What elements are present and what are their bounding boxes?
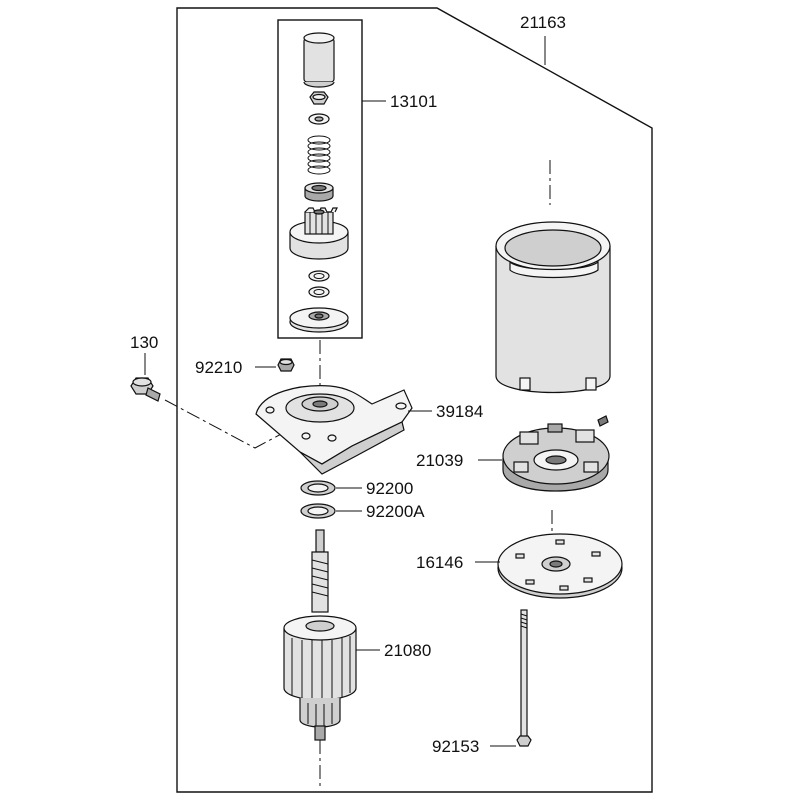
- label-16146: 16146: [416, 553, 463, 572]
- label-21039: 21039: [416, 451, 463, 470]
- spring-cup: [304, 182, 334, 202]
- dust-cover: [289, 307, 349, 333]
- label-92200A: 92200A: [366, 502, 425, 521]
- label-39184: 39184: [436, 402, 483, 421]
- pinion-kit-parts: [289, 32, 349, 333]
- retaining-nut: [309, 91, 329, 105]
- thrust-ring-1: [308, 270, 330, 282]
- thrust-ring-2: [308, 286, 330, 298]
- motor-housing: [495, 221, 611, 394]
- brush-holder-21039: [502, 415, 610, 492]
- label-130: 130: [130, 333, 158, 352]
- label-13101: 13101: [390, 92, 437, 111]
- end-plate-16146: [497, 533, 623, 599]
- stop-collar: [303, 32, 335, 88]
- armature-21080: [283, 529, 357, 741]
- label-21080: 21080: [384, 641, 431, 660]
- spring: [307, 135, 331, 175]
- bolt-130: [130, 377, 161, 402]
- label-92200: 92200: [366, 479, 413, 498]
- pinion-kit-box: [277, 19, 363, 339]
- label-92210: 92210: [195, 358, 242, 377]
- pinion-gear: [289, 207, 349, 260]
- label-92153: 92153: [432, 737, 479, 756]
- through-bolt-92153: [516, 609, 532, 747]
- bracket-39184: [255, 385, 413, 475]
- nut-92210: [277, 358, 295, 372]
- assembly-outline: [176, 7, 653, 793]
- label-21163: 21163: [520, 13, 566, 32]
